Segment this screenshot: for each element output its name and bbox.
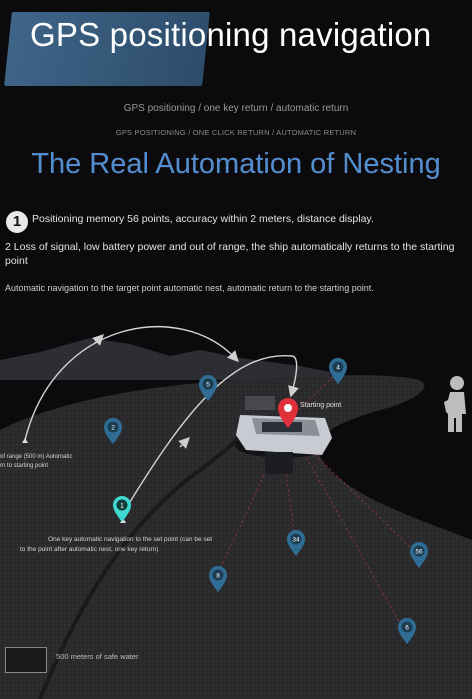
route-arrow-return xyxy=(24,326,239,441)
route-arrow-navigate xyxy=(124,355,299,511)
feature-item-3: Automatic navigation to the target point… xyxy=(5,283,374,293)
svg-text:8: 8 xyxy=(216,573,220,580)
person-figure-icon xyxy=(444,376,466,432)
out-of-range-label: of range (500 m) Automatic rn to startin… xyxy=(0,454,74,469)
one-key-navigation-label: One key automatic navigation to the set … xyxy=(20,536,214,553)
svg-text:56: 56 xyxy=(415,549,423,556)
starting-point-pin xyxy=(278,398,298,428)
page-title: GPS positioning navigation xyxy=(30,16,432,53)
water-area xyxy=(0,375,472,699)
safe-water-legend-label: 500 meters of safe water xyxy=(56,652,139,661)
svg-text:34: 34 xyxy=(292,537,300,544)
feature-item-2: 2 Loss of signal, low battery power and … xyxy=(5,241,455,267)
waypoint-marker-6: 6 xyxy=(398,618,416,644)
waypoint-marker-34: 34 xyxy=(287,530,305,556)
subtitle-line-2: GPS POSITIONING / ONE CLICK RETURN / AUT… xyxy=(115,128,357,137)
waypoint-marker-56: 56 xyxy=(410,542,428,568)
waypoint-marker-5: 5 xyxy=(199,375,217,401)
subtitle-line-1: GPS positioning / one key return / autom… xyxy=(123,103,349,114)
waypoint-marker-2: 2 xyxy=(104,418,122,444)
mountain-silhouette xyxy=(0,338,330,380)
feature-number-badge: 1 xyxy=(6,211,28,233)
svg-text:5: 5 xyxy=(206,382,210,389)
svg-text:6: 6 xyxy=(405,625,409,632)
waypoint-marker-8: 8 xyxy=(209,566,227,592)
svg-text:1: 1 xyxy=(120,503,124,510)
boat-illustration xyxy=(235,396,332,474)
feature-item-1: Positioning memory 56 points, accuracy w… xyxy=(32,213,374,225)
svg-text:4: 4 xyxy=(336,365,340,372)
svg-text:2: 2 xyxy=(111,425,115,432)
waypoint-marker-1: 1 xyxy=(113,496,131,522)
waypoint-marker-4: 4 xyxy=(329,358,347,384)
starting-point-label: Starting point xyxy=(300,402,341,409)
headline: The Real Automation of Nesting xyxy=(31,148,441,180)
safe-water-legend-swatch xyxy=(5,647,47,673)
